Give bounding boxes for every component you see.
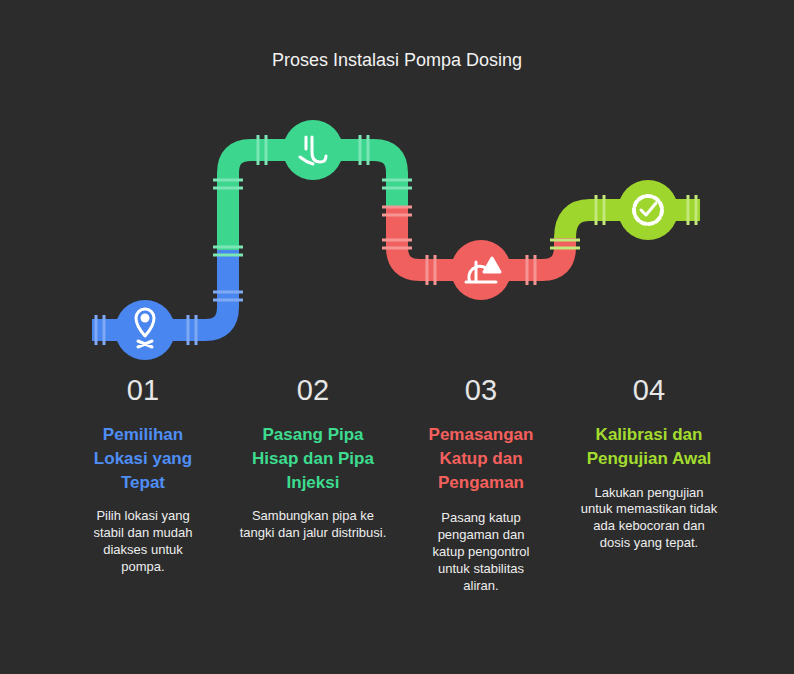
step-heading: Pemasangan Katup dan Pengaman (417, 423, 545, 494)
step-heading: Pasang Pipa Hisap dan Pipa Injeksi (243, 423, 383, 494)
step-number: 03 (441, 374, 521, 407)
step-heading: Pemilihan Lokasi yang Tepat (79, 423, 207, 494)
gear-icon (634, 196, 662, 224)
location-icon (136, 309, 154, 336)
green-pipe (228, 150, 397, 250)
step-number: 02 (273, 374, 353, 407)
step-circle (618, 180, 678, 240)
step-circle (115, 300, 175, 360)
step-heading: Kalibrasi dan Pengujian Awal (574, 423, 724, 471)
pipe-icon (300, 157, 313, 164)
location-icon (138, 341, 152, 347)
step-description: Pilih lokasi yang stabil dan mudah diaks… (85, 508, 201, 576)
step-number: 01 (103, 374, 183, 407)
diagram-title: Proses Instalasi Pompa Dosing (0, 50, 794, 71)
pipe-couplings (96, 135, 696, 345)
location-icon (142, 315, 148, 321)
step-number: 04 (609, 374, 689, 407)
step-description: Pasang katup pengaman dan katup pengontr… (422, 510, 540, 594)
warning-icon (484, 258, 500, 272)
step-circle (283, 120, 343, 180)
step-description: Lakukan pengujian untuk memastikan tidak… (579, 485, 719, 553)
check-icon (641, 203, 656, 215)
pipe-icon (306, 137, 326, 162)
step-circle (451, 240, 511, 300)
step-description: Sambungkan pipa ke tangki dan jalur dist… (239, 508, 387, 542)
